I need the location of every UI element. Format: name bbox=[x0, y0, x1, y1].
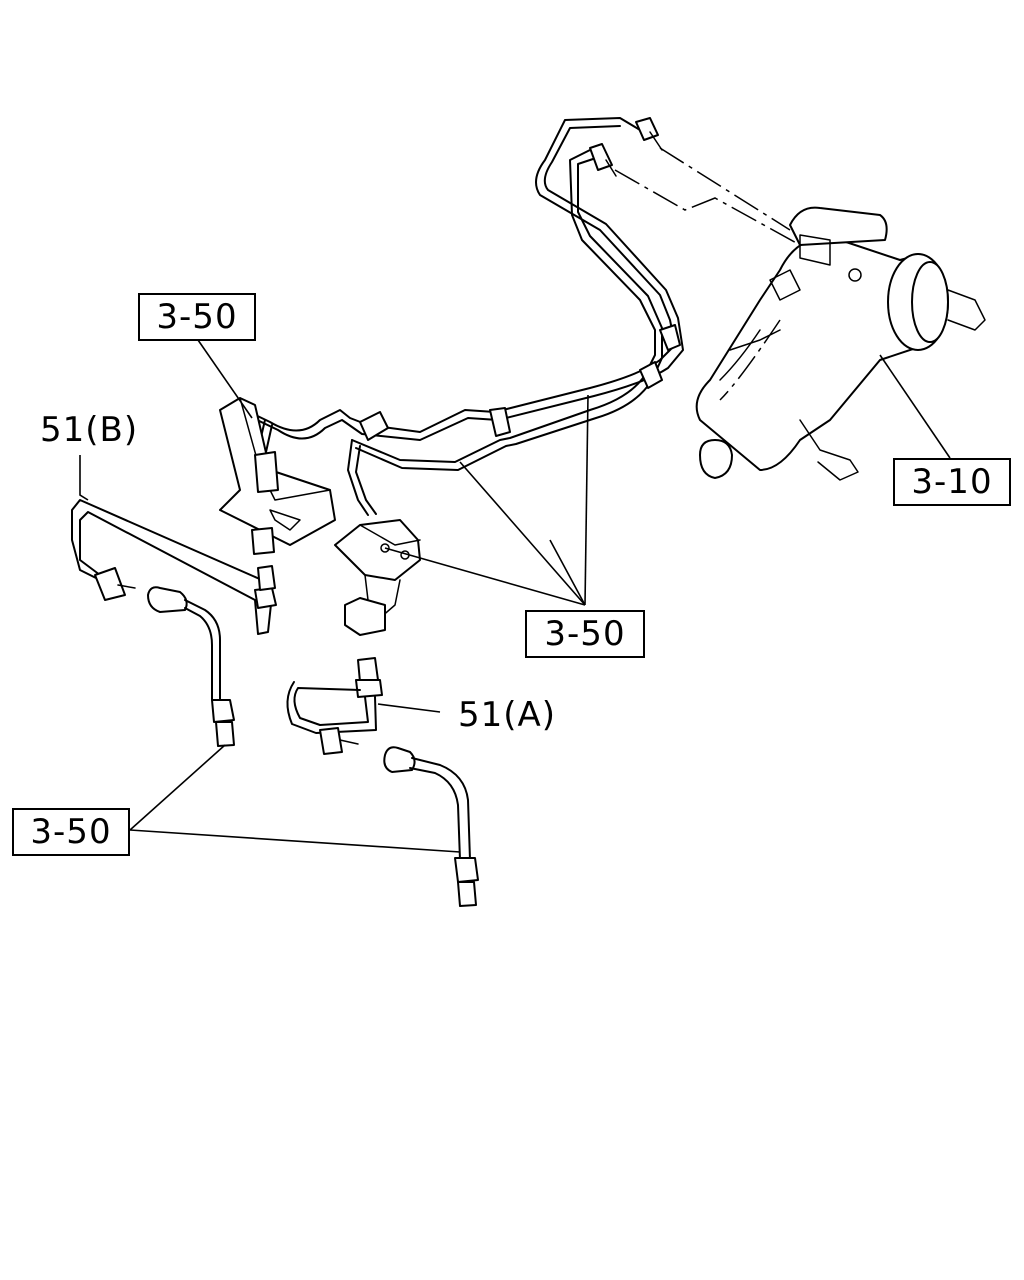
ref-box-3-50-bottom[interactable]: 3-50 bbox=[12, 808, 130, 856]
master-cylinder-assembly bbox=[695, 206, 986, 481]
part-label-51b[interactable]: 51(B) bbox=[40, 410, 139, 450]
pipe-51b bbox=[71, 499, 277, 635]
part-label-51a[interactable]: 51(A) bbox=[458, 695, 557, 735]
ref-box-3-50-top[interactable]: 3-50 bbox=[138, 293, 256, 341]
ref-box-3-50-middle[interactable]: 3-50 bbox=[525, 610, 645, 658]
right-bracket bbox=[334, 519, 421, 636]
left-flex-hose bbox=[147, 586, 235, 747]
right-flex-hose bbox=[383, 746, 479, 907]
routing-line-upper bbox=[659, 147, 791, 231]
main-brake-pipe-set bbox=[244, 117, 684, 516]
routing-line-lower bbox=[614, 169, 801, 246]
left-bracket bbox=[219, 397, 336, 555]
leader-lines bbox=[79, 339, 951, 853]
ref-box-3-10[interactable]: 3-10 bbox=[893, 458, 1011, 506]
pipe-51a bbox=[286, 657, 383, 755]
